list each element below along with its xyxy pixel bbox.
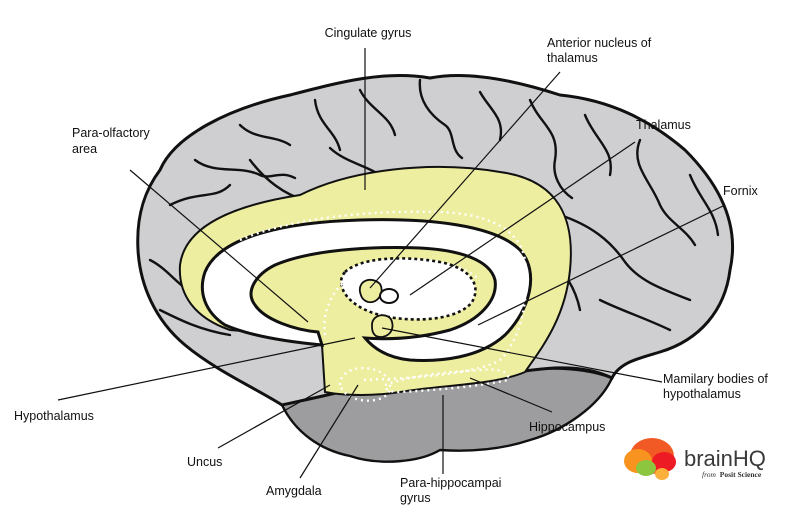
label-mamilary-line2: hypothalamus	[663, 387, 741, 401]
leader-para-olfactory	[129, 169, 309, 323]
label-cingulate-gyrus: Cingulate gyrus	[325, 26, 412, 40]
anterior-nucleus-oval	[359, 278, 383, 304]
leader-mamilary	[381, 327, 663, 383]
leader-thalamus	[409, 141, 636, 296]
thalamus-nucleus-circle	[379, 288, 399, 304]
label-parahippocampal-line2: gyrus	[400, 491, 431, 505]
label-para-olfactory-line1: Para-olfactory	[72, 126, 151, 140]
leader-fornix	[477, 204, 726, 326]
brainhq-logo: brainHQ from Posit Science	[624, 438, 766, 480]
brainhq-logo-icon	[624, 438, 676, 480]
leader-uncus	[217, 384, 331, 449]
mamillary-body	[371, 314, 394, 338]
label-uncus: Uncus	[187, 455, 222, 469]
label-hippocampus: Hippocampus	[529, 420, 605, 434]
fornix-arc	[323, 258, 481, 336]
leader-lines	[57, 48, 726, 479]
brainhq-logo-sub: from Posit Science	[702, 470, 762, 479]
brainhq-logo-sub-prefix: from	[702, 470, 716, 479]
label-thalamus: Thalamus	[636, 118, 691, 132]
cingulate-dotted-border	[239, 210, 528, 382]
label-fornix: Fornix	[723, 184, 758, 198]
label-anterior-nucleus-line2: thalamus	[547, 51, 598, 65]
label-anterior-nucleus-line1: Anterior nucleus of	[547, 36, 652, 50]
label-amygdala: Amygdala	[266, 484, 322, 498]
corpus-callosum	[200, 218, 533, 362]
label-parahippocampal-line1: Para-hippocampai	[400, 476, 501, 490]
leader-anterior-nucleus	[369, 71, 561, 289]
brainhq-logo-name: brainHQ	[684, 446, 766, 471]
label-mamilary-line1: Mamilary bodies of	[663, 372, 768, 386]
labels: Cingulate gyrus Anterior nucleus of thal…	[14, 26, 768, 505]
brainhq-logo-sub-brand: Posit Science	[720, 470, 762, 479]
leader-hippocampus	[469, 377, 553, 413]
leader-amygdala	[299, 384, 359, 479]
label-hypothalamus: Hypothalamus	[14, 409, 94, 423]
label-para-olfactory-line2: area	[72, 142, 97, 156]
leader-hypothalamus	[57, 337, 356, 401]
